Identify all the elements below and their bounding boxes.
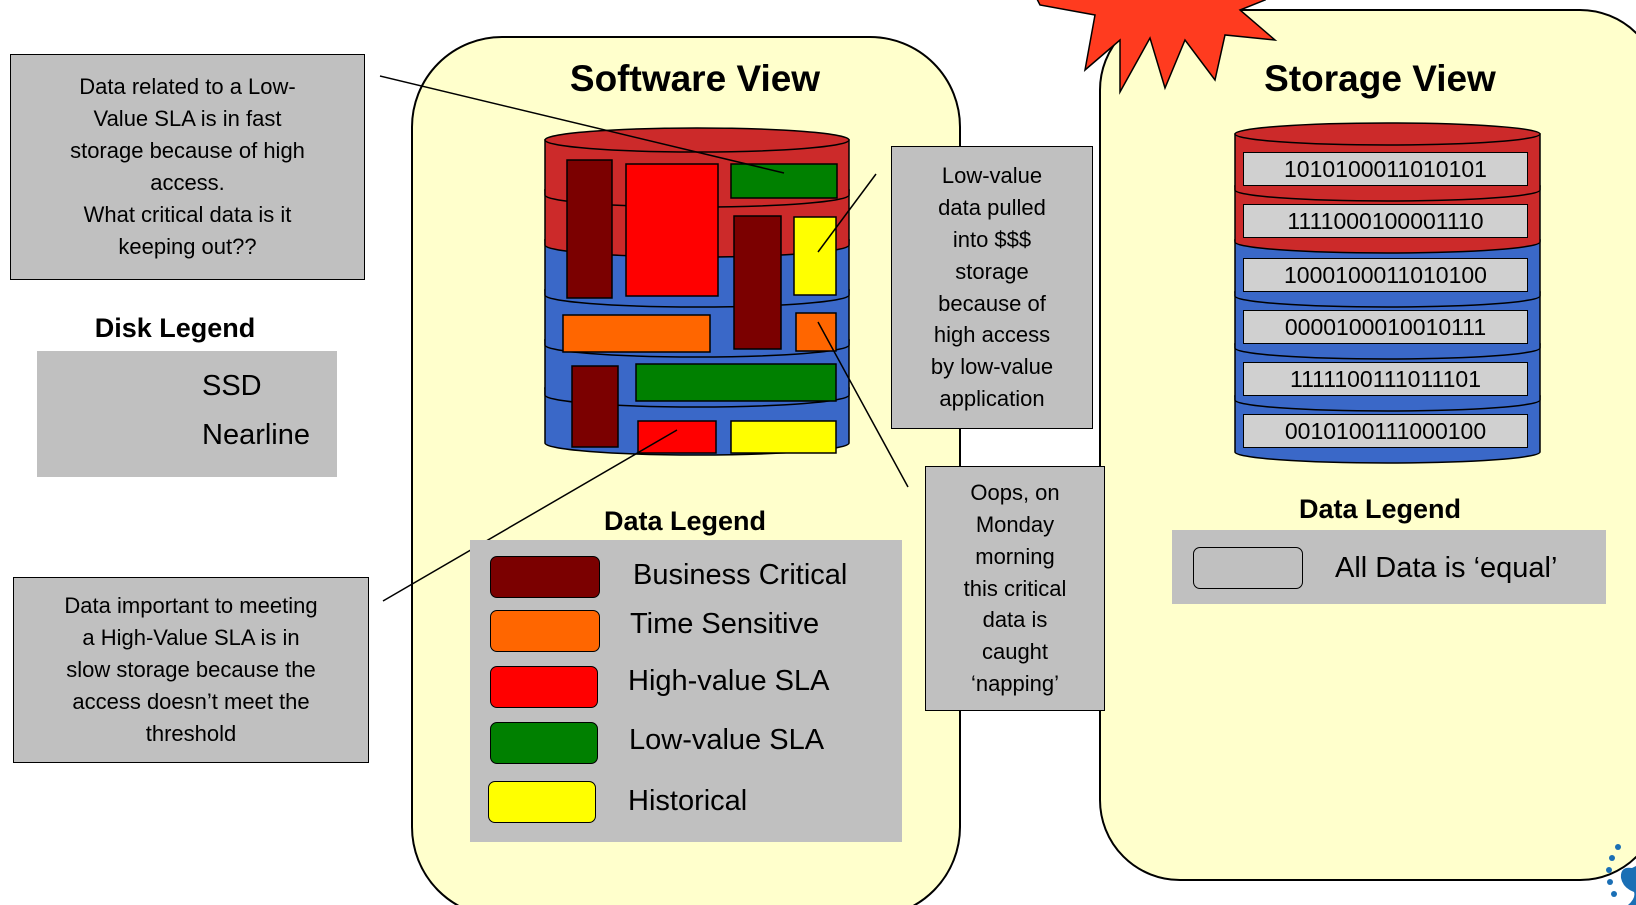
swatch-all-data bbox=[1193, 547, 1303, 589]
software-data-blocks bbox=[562, 159, 838, 454]
data-block bbox=[635, 363, 837, 402]
storage-row-label: 0000100010010111 bbox=[1243, 310, 1528, 344]
connector-high-value-slow bbox=[382, 429, 678, 602]
connector-lines bbox=[379, 75, 909, 602]
connector-low-value-pulled bbox=[817, 173, 877, 253]
storage-row-label: 1010100011010101 bbox=[1243, 152, 1528, 186]
legend-business-critical-label: Business Critical bbox=[633, 559, 848, 591]
connector-oops bbox=[817, 321, 909, 488]
legend-all-data-label: All Data is ‘equal’ bbox=[1335, 552, 1558, 584]
storage-data-legend-title: Data Legend bbox=[1298, 494, 1462, 524]
connector-low-value-fast bbox=[379, 75, 785, 174]
swatch-time-sensitive bbox=[490, 610, 600, 652]
software-view-title: Software View bbox=[569, 58, 821, 99]
data-block bbox=[733, 215, 782, 350]
data-block bbox=[730, 420, 837, 454]
data-block bbox=[795, 312, 837, 352]
data-block bbox=[793, 216, 837, 296]
callout-low-value-fast: Data related to a Low- Value SLA is in f… bbox=[10, 54, 365, 280]
swatch-historical bbox=[488, 781, 596, 823]
storage-row-label: 1000100011010100 bbox=[1243, 258, 1528, 292]
data-block bbox=[625, 163, 719, 297]
disk-legend-nearline-label: Nearline bbox=[202, 419, 310, 451]
legend-time-sensitive-label: Time Sensitive bbox=[630, 608, 820, 640]
data-block bbox=[566, 159, 613, 299]
disk-legend-box bbox=[37, 351, 337, 477]
legend-low-value-sla-label: Low-value SLA bbox=[629, 724, 825, 756]
swatch-high-value-sla bbox=[490, 666, 598, 708]
logo-fragment bbox=[1606, 844, 1636, 905]
data-block bbox=[637, 420, 717, 454]
storage-row-label: 1111000100001110 bbox=[1243, 204, 1528, 238]
legend-high-value-sla-label: High-value SLA bbox=[628, 665, 830, 697]
data-block bbox=[571, 365, 619, 448]
data-block bbox=[730, 163, 838, 199]
storage-view-title: Storage View bbox=[1264, 58, 1496, 99]
storage-row-label: 1111100111011101 bbox=[1243, 362, 1528, 396]
disk-legend-ssd-label: SSD bbox=[202, 370, 262, 402]
swatch-business-critical bbox=[490, 556, 600, 598]
callout-low-value-pulled: Low-value data pulled into $$$ storage b… bbox=[891, 146, 1093, 429]
software-data-legend-title: Data Legend bbox=[603, 506, 767, 536]
callout-high-value-slow: Data important to meeting a High-Value S… bbox=[13, 577, 369, 763]
swatch-low-value-sla bbox=[490, 722, 598, 764]
alert-starburst-icon bbox=[1036, 0, 1278, 95]
storage-row-label: 0010100111000100 bbox=[1243, 414, 1528, 448]
disk-legend-title: Disk Legend bbox=[94, 313, 256, 343]
data-block bbox=[562, 314, 711, 353]
legend-historical-label: Historical bbox=[628, 785, 748, 817]
callout-oops: Oops, on Monday morning this critical da… bbox=[925, 466, 1105, 711]
